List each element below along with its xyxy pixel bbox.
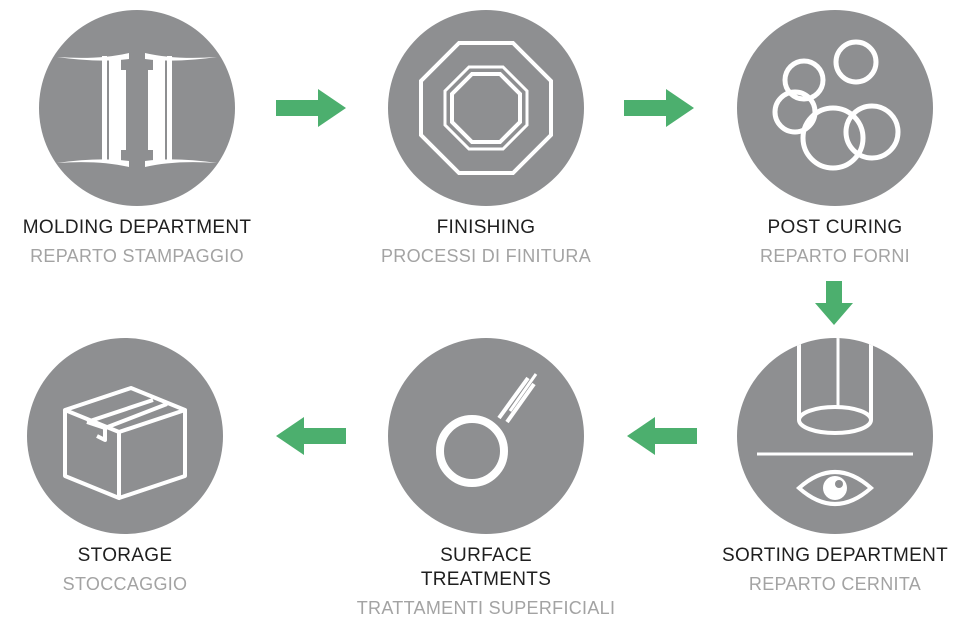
step-title: MOLDING DEPARTMENT: [22, 217, 252, 238]
step-title-line2: TREATMENTS: [420, 569, 552, 590]
arrow-left-icon: [627, 417, 697, 455]
surface-treatments-circle: [388, 338, 584, 534]
step-title: FINISHING: [436, 217, 536, 238]
arrow-right-icon: [624, 89, 694, 127]
coated-ring-icon: [436, 373, 538, 487]
finishing-circle: [388, 10, 584, 206]
step-subtitle: TRATTAMENTI SUPERFICIALI: [356, 598, 616, 618]
step-title: STORAGE: [77, 545, 173, 566]
step-title-line1: SURFACE: [440, 545, 532, 566]
post-curing-circle: [737, 10, 933, 206]
step-subtitle: REPARTO STAMPAGGIO: [30, 246, 244, 266]
step-subtitle: REPARTO FORNI: [760, 246, 910, 266]
storage-circle: [27, 338, 223, 534]
sorting-circle: [737, 338, 933, 534]
mold-icon: [57, 53, 217, 167]
arrow-down-icon: [815, 281, 853, 325]
step-subtitle: REPARTO CERNITA: [748, 574, 922, 594]
octagon-seal-icon: [419, 41, 553, 175]
arrow-left-icon: [276, 417, 346, 455]
inspection-eye-icon: [757, 338, 913, 506]
arrow-right-icon: [276, 89, 346, 127]
step-title: POST CURING: [767, 217, 903, 238]
step-title: SORTING DEPARTMENT: [721, 545, 949, 566]
o-rings-icon: [772, 39, 901, 171]
step-subtitle: PROCESSI DI FINITURA: [380, 246, 592, 266]
step-subtitle: STOCCAGGIO: [62, 574, 188, 594]
box-icon: [63, 386, 187, 500]
molding-circle: [39, 10, 235, 206]
